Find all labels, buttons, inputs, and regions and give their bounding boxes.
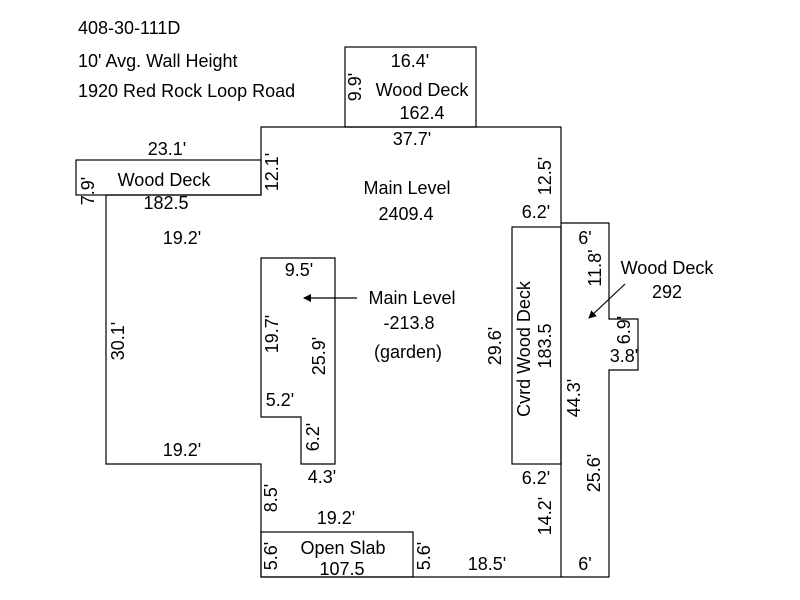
dim-right-deck-bottom: 6'	[578, 554, 591, 574]
dim-left-lower-top: 19.2'	[163, 228, 201, 248]
dim-left-bottom: 19.2'	[163, 440, 201, 460]
covered-deck-area: 183.5	[535, 323, 555, 368]
dim-lower-left-jog: 8.5'	[261, 484, 281, 512]
dim-right-deck-bump-h: 6.9'	[614, 316, 634, 344]
dim-covered-top: 6.2'	[522, 202, 550, 222]
right-deck-area: 292	[652, 282, 682, 302]
dim-garden-top: 9.5'	[285, 260, 313, 280]
open-slab-label: Open Slab	[300, 538, 385, 558]
main-level-label: Main Level	[363, 178, 450, 198]
covered-wood-deck	[511, 226, 562, 465]
dim-right-deck-top: 6'	[578, 228, 591, 248]
left-deck-label: Wood Deck	[118, 170, 212, 190]
dim-bottom-run: 18.5'	[468, 554, 506, 574]
top-deck-area: 162.4	[399, 103, 444, 123]
right-deck-label: Wood Deck	[621, 258, 715, 278]
dim-left-deck-depth: 7.9'	[78, 177, 98, 205]
dim-lower-right-wall: 14.2'	[535, 497, 555, 535]
right-deck-label-arrow	[588, 283, 626, 319]
dim-right-deck-inner: 44.3'	[564, 379, 584, 417]
property-address: 1920 Red Rock Loop Road	[78, 81, 296, 101]
top-wood-deck	[344, 46, 477, 128]
dim-main-top: 37.7'	[393, 129, 431, 149]
dim-slab-right: 5.6'	[414, 542, 434, 570]
parcel-id: 408-30-111D	[78, 18, 181, 38]
garden-note: (garden)	[374, 342, 442, 362]
dim-garden-bottom: 4.3'	[308, 467, 336, 487]
dim-left-upper-wall: 12.1'	[262, 153, 282, 191]
dim-right-upper-wall: 12.5'	[535, 157, 555, 195]
dim-garden-step: 5.2'	[266, 390, 294, 410]
dim-garden-right: 25.9'	[309, 337, 329, 375]
dim-slab-left: 5.6'	[261, 542, 281, 570]
garden-label: Main Level	[368, 288, 455, 308]
dim-top-deck-depth: 9.9'	[345, 73, 365, 101]
wall-height-note: 10' Avg. Wall Height	[78, 51, 238, 71]
top-deck-label: Wood Deck	[376, 80, 470, 100]
dim-right-deck-lower: 25.6'	[584, 454, 604, 492]
left-wood-deck	[75, 159, 262, 196]
dim-right-deck-bump-w: 3.8'	[610, 346, 638, 366]
covered-deck-label: Cvrd Wood Deck	[514, 280, 534, 417]
left-deck-area: 182.5	[143, 193, 188, 213]
dim-covered-side: 29.6'	[485, 327, 505, 365]
open-slab-area: 107.5	[319, 559, 364, 579]
right-wood-deck	[561, 222, 639, 578]
dim-top-deck-width: 16.4'	[391, 51, 429, 71]
garden-outline	[260, 257, 336, 465]
dim-covered-bottom: 6.2'	[522, 468, 550, 488]
dim-left-side: 30.1'	[108, 322, 128, 360]
main-level-area: 2409.4	[378, 204, 433, 224]
dim-slab-width: 19.2'	[317, 508, 355, 528]
dim-garden-inner: 6.2'	[303, 423, 323, 451]
open-slab	[260, 531, 414, 578]
dim-garden-left: 19.7'	[262, 315, 282, 353]
dim-right-deck-upper: 11.8'	[585, 249, 605, 286]
garden-area: -213.8	[383, 313, 434, 333]
dim-left-deck-width: 23.1'	[148, 139, 186, 159]
